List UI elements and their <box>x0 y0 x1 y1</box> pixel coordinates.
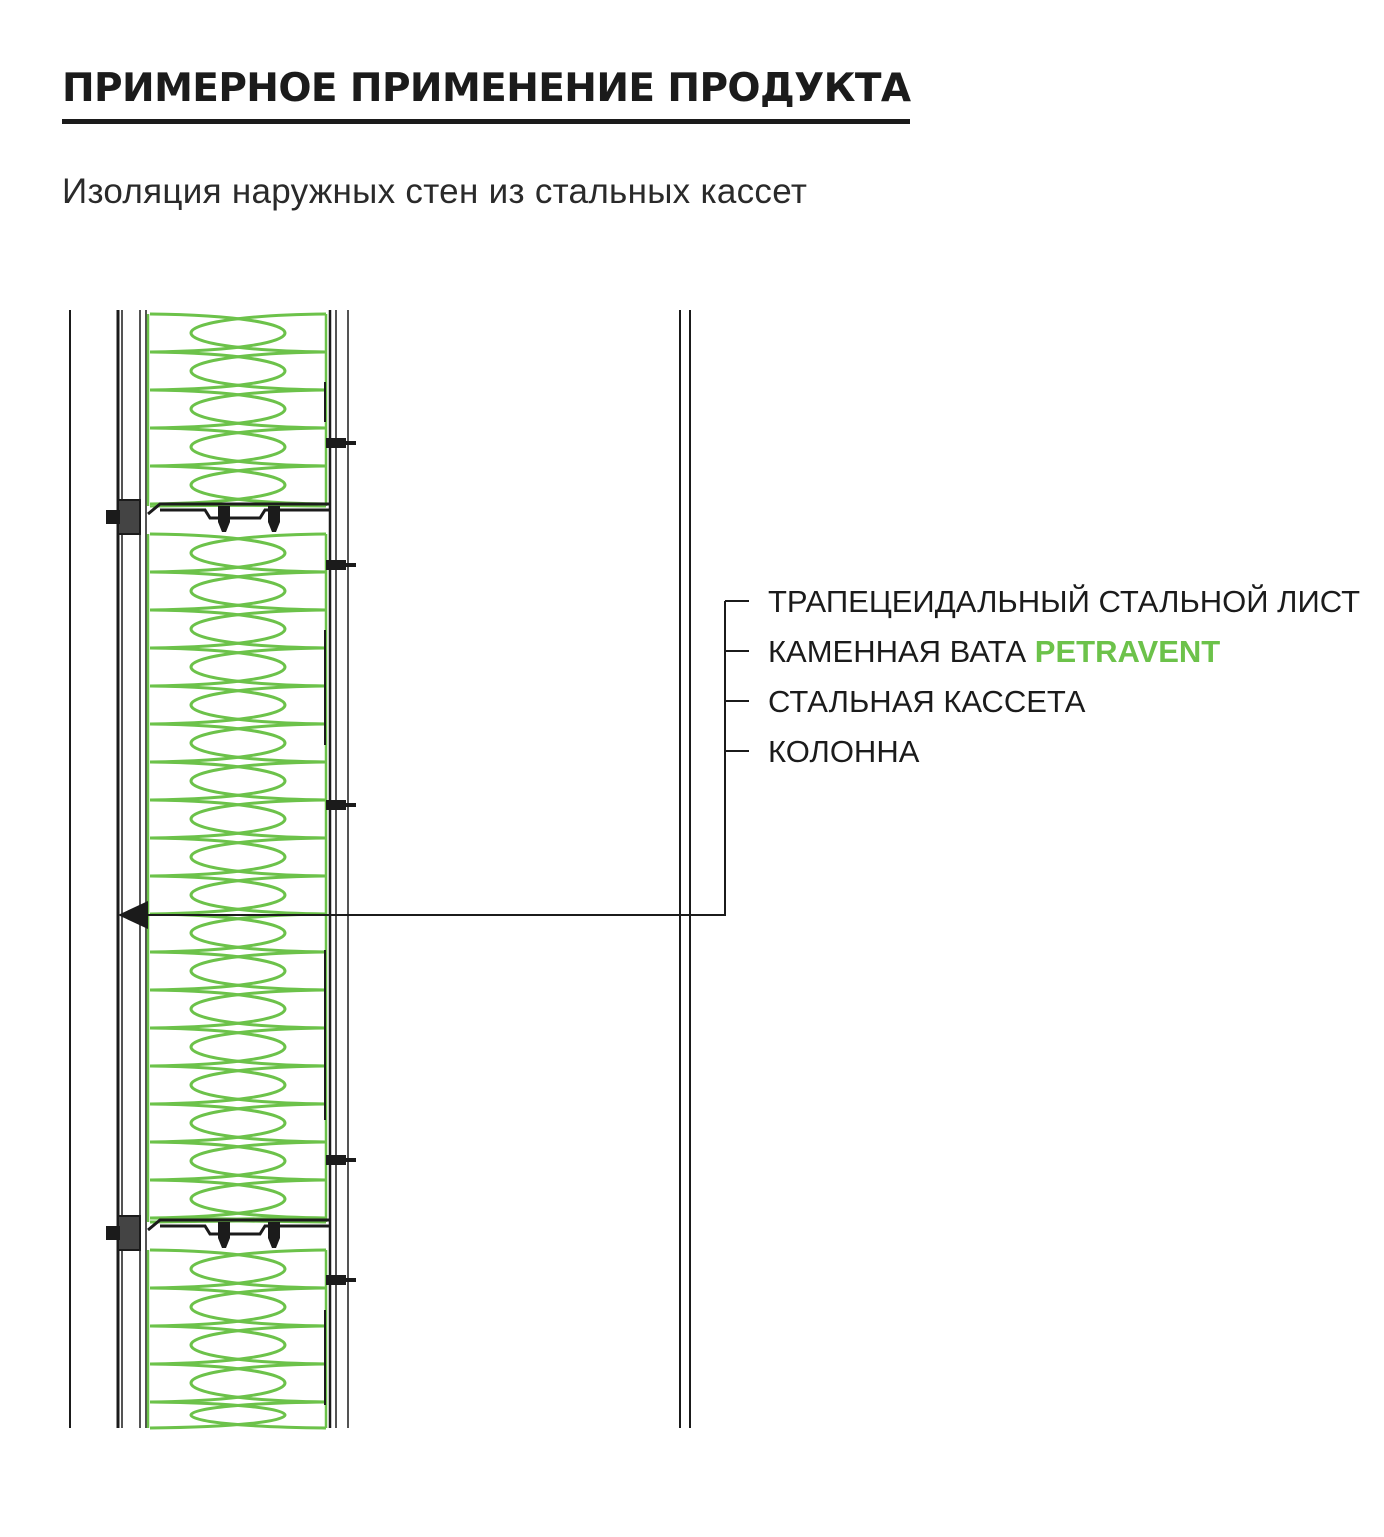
leader-line <box>140 600 749 916</box>
column-fastener <box>326 800 356 810</box>
page-title: ПРИМЕРНОЕ ПРИМЕНЕНИЕ ПРОДУКТА <box>62 66 911 124</box>
legend-item-column: КОЛОННА <box>768 734 920 769</box>
column-fasteners <box>324 382 356 1405</box>
insulation-wave <box>149 532 327 1224</box>
insulation-wave <box>149 532 327 1224</box>
insulation-wave <box>149 312 327 508</box>
column-fastener <box>326 438 356 448</box>
page-subtitle: Изоляция наружных стен из стальных кассе… <box>62 172 808 211</box>
rock-wool-insulation <box>146 312 328 1430</box>
cassette-flanges <box>106 499 330 1251</box>
column-fastener <box>326 560 356 570</box>
trapezoidal-sheet <box>69 310 123 1428</box>
legend-item-rock-wool: КАМЕННАЯ ВАТА PETRAVENT <box>768 634 1220 669</box>
cassette-web <box>328 310 349 1428</box>
column-fastener <box>326 1155 356 1165</box>
insulation-wave <box>149 312 327 508</box>
column-fastener <box>326 1275 356 1285</box>
legend-item-steel-cassette: СТАЛЬНАЯ КАССЕТА <box>768 684 1086 719</box>
cassette-face <box>139 310 147 1428</box>
insulation-wave <box>149 1248 327 1430</box>
insulation-wave <box>149 1248 327 1430</box>
leader-arrowhead <box>118 901 148 929</box>
cassette-flange <box>106 499 330 535</box>
legend-item-trapezoidal-sheet: ТРАПЕЦЕИДАЛЬНЫЙ СТАЛЬНОЙ ЛИСТ <box>768 583 1360 619</box>
cassette-flange <box>106 1215 330 1251</box>
column <box>679 310 691 1428</box>
product-name: PETRAVENT <box>1035 634 1221 669</box>
